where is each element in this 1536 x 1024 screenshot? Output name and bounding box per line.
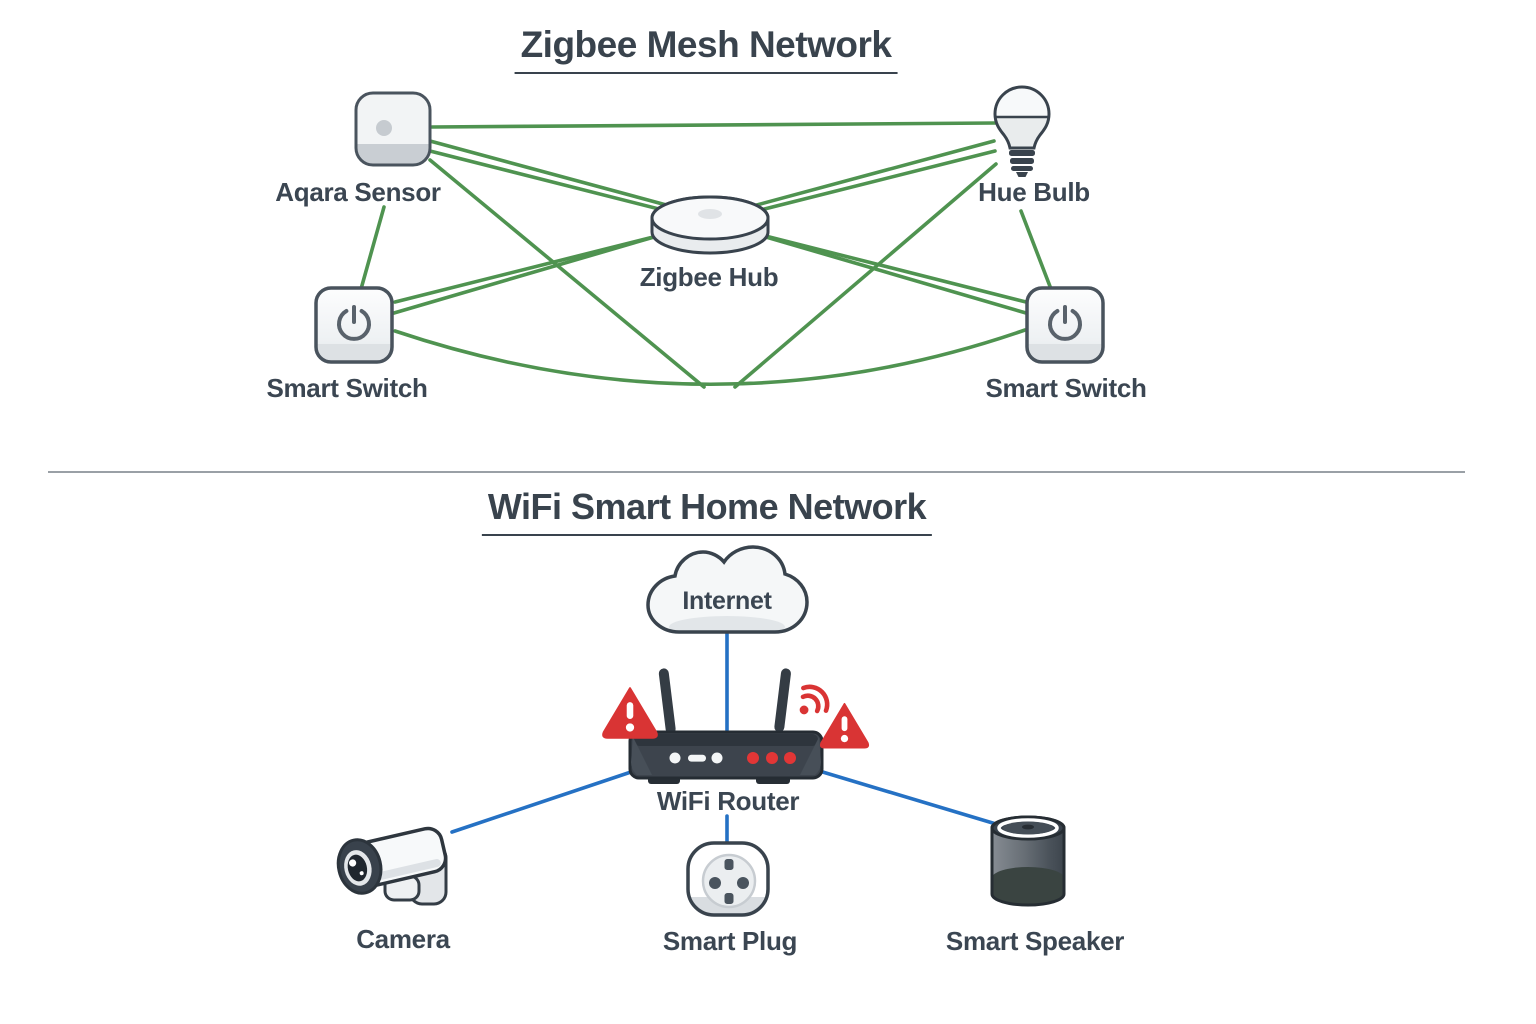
bulb-screw-base [1009, 150, 1035, 177]
link-router-camera [450, 768, 639, 834]
node-label-smart-plug: Smart Plug [662, 926, 798, 956]
node-label-zigbee-hub: Zigbee Hub [639, 262, 779, 292]
link-switchL-switchR [393, 328, 1027, 387]
warning-triangle-right-icon [819, 702, 870, 749]
power-icon [1048, 305, 1082, 341]
node-label-camera: Camera [356, 924, 450, 954]
warning-triangle-left-icon [602, 687, 658, 739]
router-antennas [658, 668, 791, 735]
link-sensor-hub [428, 139, 672, 208]
node-label-smart-switch-right: Smart Switch [985, 373, 1147, 403]
smart-switch-right-icon [1025, 286, 1105, 364]
wifi-links [450, 632, 998, 847]
wifi-signal-warning-icon [799, 684, 830, 715]
link-sensor-bulb [430, 121, 998, 129]
node-label-internet: Internet [682, 587, 772, 615]
wifi-router-icon [628, 668, 824, 784]
warning-exclamation [840, 716, 849, 743]
link-mesh-extra-left [428, 158, 706, 389]
internet-cloud-icon [646, 545, 809, 634]
warning-exclamation [625, 702, 635, 732]
link-sensor-switchL [359, 205, 386, 291]
node-label-smart-switch-left: Smart Switch [266, 373, 428, 403]
smart-speaker-icon [990, 815, 1066, 907]
section-divider [48, 471, 1465, 473]
node-label-aqara-sensor: Aqara Sensor [275, 177, 441, 207]
node-label-wifi-router: WiFi Router [656, 786, 800, 816]
link-hub-switchL [392, 235, 656, 315]
wifi-section-title: WiFi Smart Home Network [481, 486, 933, 536]
link-router-speaker [814, 768, 998, 826]
link-bulb-hub [751, 139, 996, 208]
router-status-leds [669, 752, 796, 764]
sensor-button [376, 120, 392, 136]
plug-socket [701, 853, 757, 909]
camera-icon [336, 826, 448, 906]
hub-top-button [698, 209, 722, 219]
aqara-sensor-icon [354, 91, 432, 167]
link-hub-switchR [764, 235, 1028, 315]
hue-bulb-icon [993, 85, 1051, 177]
zigbee-hub-icon [650, 195, 770, 255]
plug-socket-holes [709, 859, 749, 904]
smart-switch-left-icon [314, 286, 394, 364]
smart-plug-icon [686, 841, 770, 917]
link-bulb-switchR [1019, 209, 1053, 291]
zigbee-section-title: Zigbee Mesh Network [514, 24, 898, 74]
node-label-smart-speaker: Smart Speaker [945, 926, 1125, 956]
power-icon [337, 305, 371, 341]
link-mesh-extra-right [733, 162, 998, 389]
speaker-top-port [1022, 824, 1034, 830]
node-label-hue-bulb: Hue Bulb [978, 177, 1090, 207]
